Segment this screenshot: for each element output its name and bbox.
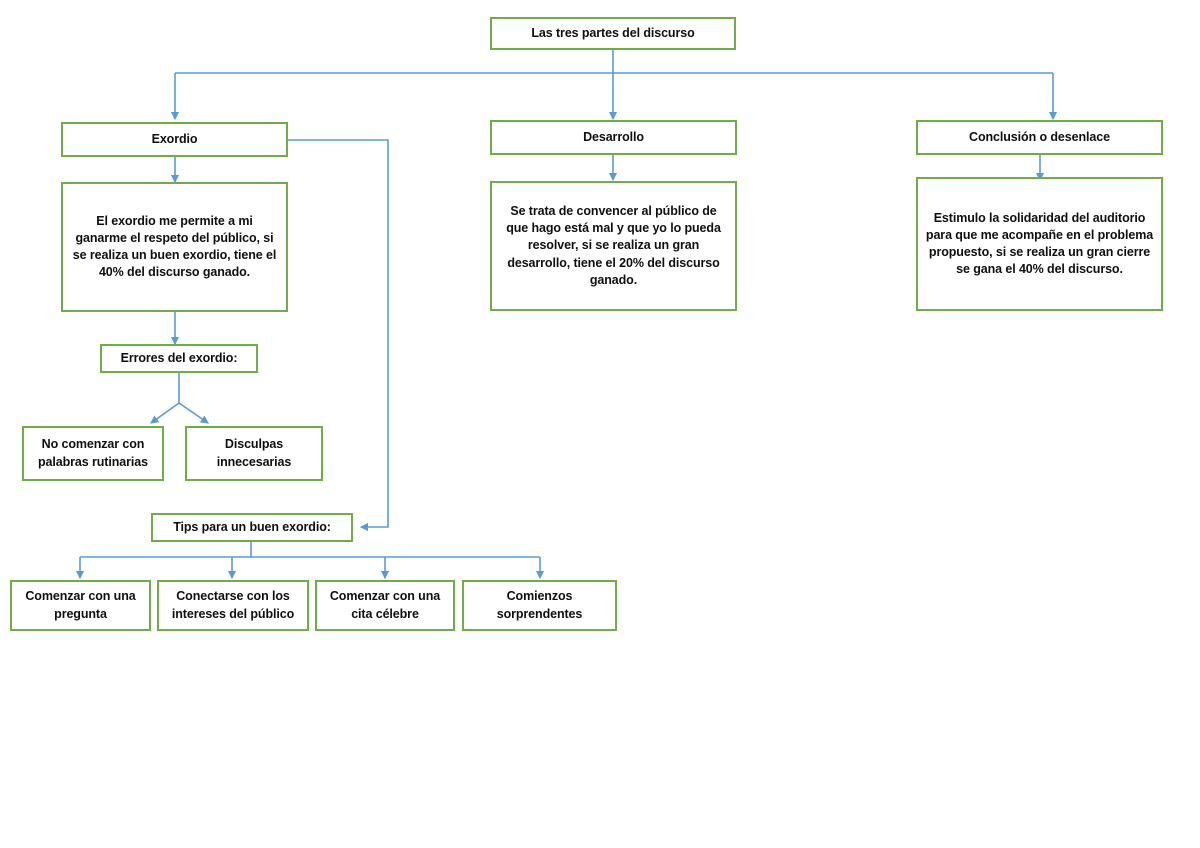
node-branch-detail-exordio[interactable]: El exordio me permite a mi ganarme el re…	[61, 182, 288, 312]
node-errores-header[interactable]: Errores del exordio:	[100, 344, 258, 373]
node-branch-detail-conclusion[interactable]: Estimulo la solidaridad del auditorio pa…	[916, 177, 1163, 311]
node-tips-header[interactable]: Tips para un buen exordio:	[151, 513, 353, 542]
node-branch-head-conclusion[interactable]: Conclusión o desenlace	[916, 120, 1163, 155]
edge-errores-to-item-1	[150, 402, 180, 424]
node-branch-head-desarrollo[interactable]: Desarrollo	[490, 120, 737, 155]
node-errores-item-1[interactable]: No comenzar con palabras rutinarias	[22, 426, 164, 481]
edge-errores-to-item-2	[178, 402, 209, 424]
node-tips-item-4[interactable]: Comienzos sorprendentes	[462, 580, 617, 631]
node-tips-item-1[interactable]: Comenzar con una pregunta	[10, 580, 151, 631]
node-branch-detail-desarrollo[interactable]: Se trata de convencer al público de que …	[490, 181, 737, 311]
node-errores-item-2[interactable]: Disculpas innecesarias	[185, 426, 323, 481]
node-branch-head-exordio[interactable]: Exordio	[61, 122, 288, 157]
node-root-title[interactable]: Las tres partes del discurso	[490, 17, 736, 50]
node-tips-item-3[interactable]: Comenzar con una cita célebre	[315, 580, 455, 631]
node-tips-item-2[interactable]: Conectarse con los intereses del público	[157, 580, 309, 631]
edge-exordio-to-tips	[288, 139, 389, 532]
